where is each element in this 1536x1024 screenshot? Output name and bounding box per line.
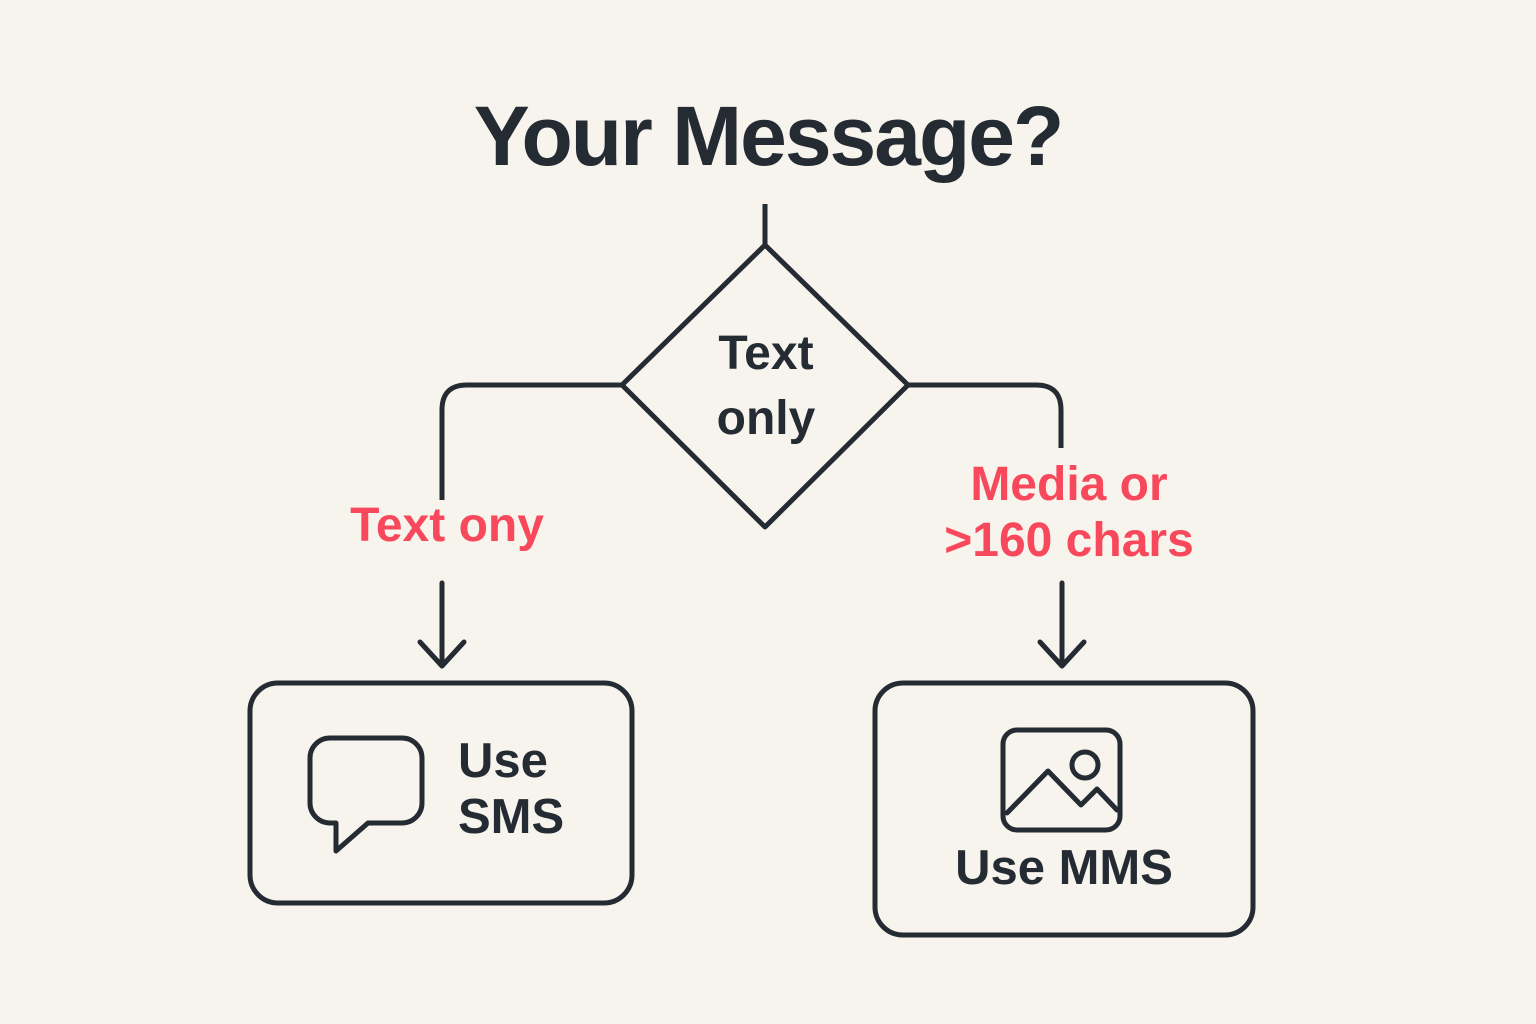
sms-box [247,680,635,906]
arrow-down-right-icon [1037,580,1087,669]
branch-label-right-line1: Media or [970,458,1168,511]
decision-label: Text only [623,245,909,527]
decision-label-line2: only [716,392,816,445]
sms-label-line1: Use [458,734,548,788]
image-icon [1000,727,1123,833]
branch-label-left: Text ony [350,499,544,552]
decision-label-line1: Text [718,326,814,380]
speech-bubble-icon [307,735,425,854]
connector-left [439,382,622,500]
sms-label-line2: SMS [458,790,565,845]
connector-right [908,382,1064,448]
mms-label: Use MMS [955,841,1173,895]
sms-label: Use SMS [458,733,564,846]
page-title: Your Message? [473,89,1065,183]
decision-diamond [619,242,911,530]
branch-label-right-line2: >160 chars [944,513,1194,567]
mms-box [872,680,1256,938]
arrow-down-left-icon [417,580,467,669]
branch-label-right: Media or >160 chars [899,457,1239,568]
